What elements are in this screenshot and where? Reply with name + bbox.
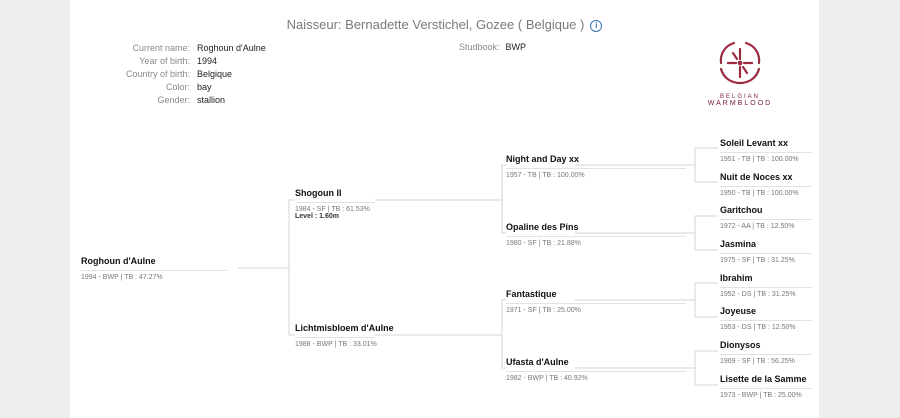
horse-name[interactable]: Joyeuse [720, 306, 757, 316]
pedigree-gen4-horse[interactable]: Soleil Levant xx 1951 - TB | TB : 100.00… [720, 138, 812, 163]
horse-meta: 1952 - DS | TB : 31.25% [720, 287, 812, 298]
horse-name[interactable]: Lisette de la Samme [720, 374, 807, 384]
horse-meta: 1973 - BWP | TB : 25.00% [720, 388, 812, 399]
field-country-of-birth: Country of birth: Belgique [70, 68, 266, 81]
horse-details: Current name: Roghoun d'Aulne Year of bir… [70, 42, 266, 107]
field-value: bay [197, 82, 212, 92]
horse-meta: 1980 - SF | TB : 21.88% [506, 236, 686, 247]
pedigree-gen3-horse[interactable]: Opaline des Pins 1980 - SF | TB : 21.88% [506, 222, 686, 247]
horse-meta: 1988 - BWP | TB : 33.01% [295, 337, 377, 348]
horse-name[interactable]: Fantastique [506, 289, 557, 299]
field-year-of-birth: Year of birth: 1994 [70, 55, 266, 68]
pedigree-gen4-horse[interactable]: Ibrahim 1952 - DS | TB : 31.25% [720, 273, 812, 298]
field-label: Gender: [157, 95, 190, 105]
horse-meta: 1994 - BWP | TB : 47.27% [81, 270, 227, 281]
horse-meta: 1969 - SF | TB : 56.25% [720, 354, 812, 365]
horse-meta: 1953 - DS | TB : 12.50% [720, 320, 812, 331]
connector-line [694, 300, 718, 318]
horse-name[interactable]: Opaline des Pins [506, 222, 579, 232]
horse-name[interactable]: Lichtmisbloem d'Aulne [295, 323, 394, 333]
horse-meta: 1982 - BWP | TB : 40.92% [506, 371, 686, 382]
pedigree-gen4-horse[interactable]: Dionysos 1969 - SF | TB : 56.25% [720, 340, 812, 365]
field-label: Year of birth: [139, 56, 190, 66]
breeder-line: Naisseur: Bernadette Verstichel, Gozee (… [70, 17, 819, 32]
pedigree-gen4-horse[interactable]: Jasmina 1975 - SF | TB : 31.25% [720, 239, 812, 264]
horse-name[interactable]: Roghoun d'Aulne [81, 256, 156, 266]
horse-level: Level : 1.60m [295, 213, 339, 220]
connector-line [694, 165, 718, 183]
field-current-name: Current name: Roghoun d'Aulne [70, 42, 266, 55]
field-label: Country of birth: [125, 69, 190, 79]
horse-meta: 1951 - TB | TB : 100.00% [720, 152, 812, 163]
connector-line [288, 268, 295, 336]
bwp-emblem-icon [719, 41, 761, 85]
connector-line [575, 282, 718, 301]
field-color: Color: bay [70, 81, 266, 94]
connector-line [694, 368, 718, 386]
horse-name[interactable]: Jasmina [720, 239, 757, 249]
logo-text-warmblood: WARMBLOOD [707, 100, 773, 107]
horse-meta: 1972 - AA | TB : 12.50% [720, 219, 812, 230]
pedigree-dam[interactable]: Lichtmisbloem d'Aulne 1988 - BWP | TB : … [295, 323, 394, 348]
connector-line [375, 164, 506, 201]
pedigree-gen4-horse[interactable]: Garitchou 1972 - AA | TB : 12.50% [720, 205, 812, 230]
horse-name[interactable]: Shogoun II [295, 188, 342, 198]
pedigree-gen3-horse[interactable]: Ufasta d'Aulne 1982 - BWP | TB : 40.92% [506, 357, 686, 382]
connector-line [375, 299, 506, 336]
pedigree-gen3-horse[interactable]: Fantastique 1971 - SF | TB : 25.00% [506, 289, 686, 314]
horse-name[interactable]: Nuit de Noces xx [720, 172, 793, 182]
info-icon[interactable]: i [590, 20, 603, 32]
connector-line [238, 199, 295, 269]
pedigree-connector-lines [238, 147, 718, 386]
field-value: stallion [197, 95, 226, 105]
field-value: Roghoun d'Aulne [197, 43, 266, 53]
pedigree-sire[interactable]: Shogoun II 1984 - SF | TB : 61.53% Level… [295, 188, 375, 220]
field-value: Belgique [197, 69, 233, 79]
logo-text-belgian: BELGIAN [719, 94, 760, 100]
horse-name[interactable]: Night and Day xx [506, 154, 580, 164]
field-label: Current name: [132, 43, 190, 53]
horse-meta: 1975 - SF | TB : 31.25% [720, 253, 812, 264]
field-gender: Gender: stallion [70, 94, 266, 107]
connector-line [575, 350, 718, 369]
connector-line [694, 233, 718, 251]
horse-name[interactable]: Ufasta d'Aulne [506, 357, 569, 367]
pedigree-gen4-horse[interactable]: Joyeuse 1953 - DS | TB : 12.50% [720, 306, 812, 331]
horse-name[interactable]: Dionysos [720, 340, 761, 350]
field-value: 1994 [197, 56, 218, 66]
belgian-warmblood-logo: BELGIAN WARMBLOOD [699, 39, 781, 107]
field-label: Color: [165, 82, 190, 92]
horse-meta: 1971 - SF | TB : 25.00% [506, 303, 686, 314]
pedigree-gen4-horse[interactable]: Nuit de Noces xx 1950 - TB | TB : 100.00… [720, 172, 812, 197]
horse-meta: 1950 - TB | TB : 100.00% [720, 186, 812, 197]
horse-name[interactable]: Garitchou [720, 205, 763, 215]
horse-name[interactable]: Ibrahim [720, 273, 753, 283]
pedigree-gen4-horse[interactable]: Lisette de la Samme 1973 - BWP | TB : 25… [720, 374, 812, 399]
studbook-label: Studbook: [459, 42, 500, 52]
pedigree-subject[interactable]: Roghoun d'Aulne 1994 - BWP | TB : 47.27% [81, 256, 227, 281]
pedigree-gen3-horse[interactable]: Night and Day xx 1957 - TB | TB : 100.00… [506, 154, 686, 179]
studbook-field: Studbook: BWP [459, 42, 526, 52]
horse-meta: 1957 - TB | TB : 100.00% [506, 168, 686, 179]
connector-line [575, 215, 718, 234]
connector-line [501, 335, 506, 369]
breeder-text: Naisseur: Bernadette Verstichel, Gozee (… [286, 17, 585, 32]
horse-name[interactable]: Soleil Levant xx [720, 138, 789, 148]
studbook-value: BWP [505, 42, 527, 52]
connector-line [575, 147, 718, 166]
connector-line [501, 200, 506, 234]
pedigree-panel: Naisseur: Bernadette Verstichel, Gozee (… [70, 0, 819, 418]
horse-meta: 1984 - SF | TB : 61.53% [295, 202, 375, 213]
